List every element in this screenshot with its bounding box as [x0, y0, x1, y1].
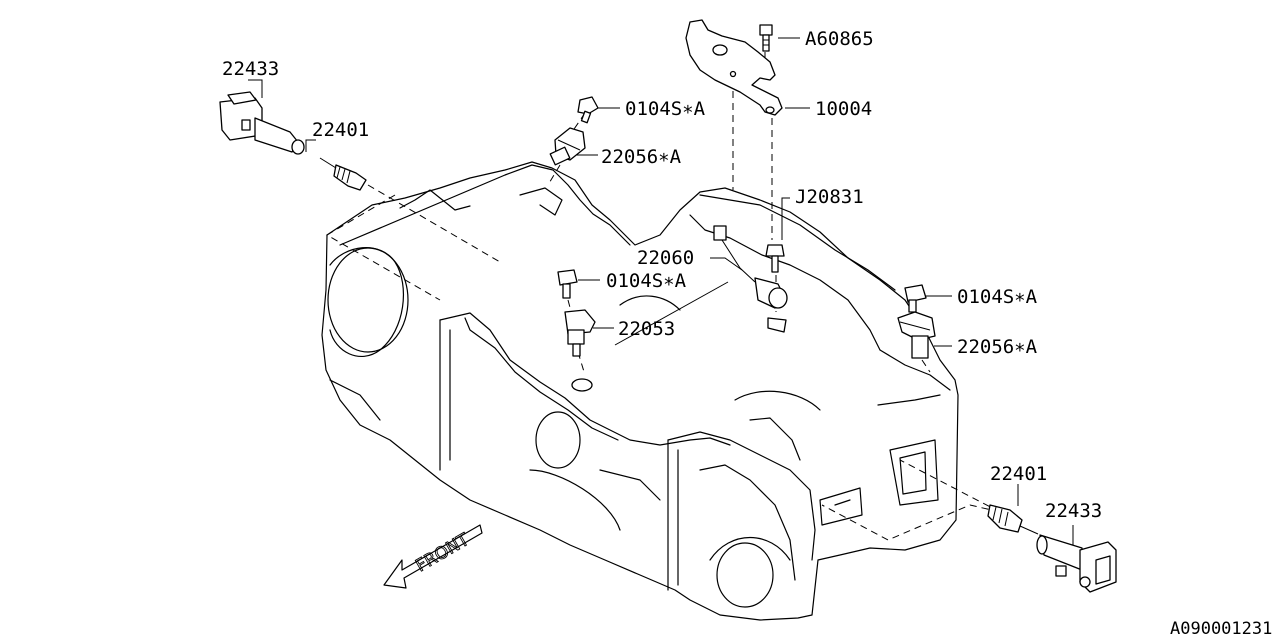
label-22056-right: 22056∗A — [957, 336, 1038, 358]
knock-sensor-22060[interactable] — [713, 225, 788, 333]
label-j20831: J20831 — [795, 186, 864, 208]
ignition-coil-22433-right[interactable] — [1036, 534, 1117, 593]
label-22053: 22053 — [618, 318, 675, 340]
label-22433-right: 22433 — [1045, 500, 1102, 522]
spark-plug-22401-right[interactable] — [987, 504, 1039, 535]
label-22433-left: 22433 — [222, 58, 279, 80]
cam-sensor-22056-top[interactable] — [549, 127, 586, 166]
label-10004: 10004 — [815, 98, 872, 120]
crank-sensor-22053[interactable] — [564, 309, 596, 392]
label-0104s-right: 0104S∗A — [957, 286, 1038, 308]
label-a60865: A60865 — [805, 28, 874, 50]
cam-sensor-22056-right[interactable] — [897, 311, 936, 359]
label-22401-left: 22401 — [312, 119, 369, 141]
label-22056-top: 22056∗A — [601, 146, 682, 168]
spark-plug-22401-left[interactable] — [319, 157, 367, 191]
callout-labels: A60865 10004 0104S∗A 22056∗A 22433 22401… — [222, 28, 1272, 639]
leader-lines — [248, 37, 1074, 546]
engine-block — [321, 161, 959, 621]
front-direction-arrow: FRONT — [383, 524, 483, 589]
label-0104s-top: 0104S∗A — [625, 98, 706, 120]
bolt-0104s-top[interactable] — [577, 96, 599, 124]
label-0104s-mid: 0104S∗A — [606, 270, 687, 292]
bolt-0104s-right[interactable] — [904, 284, 927, 313]
bolt-0104s-mid[interactable] — [557, 269, 578, 299]
label-22060: 22060 — [637, 247, 694, 269]
bolt-a60865[interactable] — [759, 24, 773, 52]
diagram-reference-code: A090001231 — [1170, 619, 1272, 639]
label-22401-right: 22401 — [990, 463, 1047, 485]
front-label: FRONT — [413, 530, 474, 577]
bolt-j20831[interactable] — [765, 244, 785, 273]
bracket-10004[interactable] — [685, 19, 783, 116]
ignition-coil-22433-left[interactable] — [219, 91, 305, 155]
